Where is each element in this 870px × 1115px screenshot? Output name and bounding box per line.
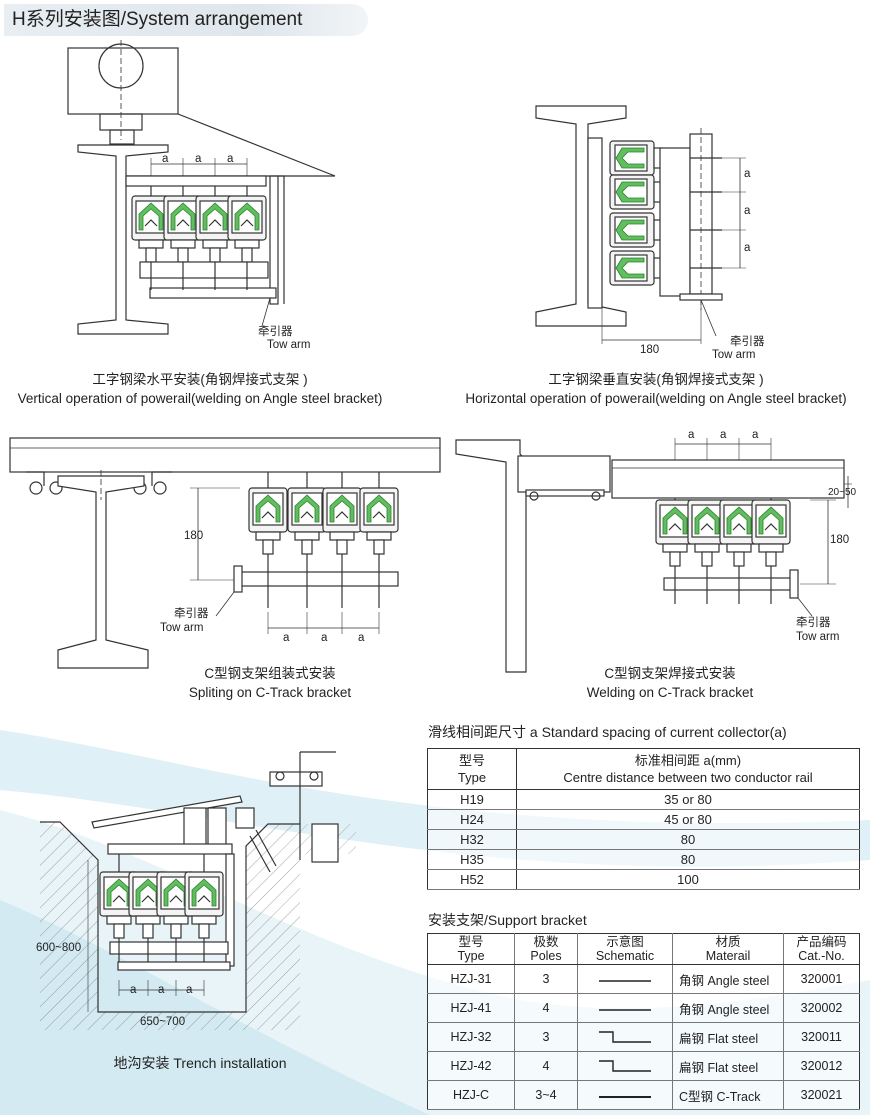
caption-vertical-en: Vertical operation of powerail(welding o… (17, 391, 383, 406)
caption-horizontal-en: Horizontal operation of powerail(welding… (465, 391, 847, 406)
dim-20-50-label: 20~50 (828, 487, 857, 498)
dim-depth-label: 600~800 (36, 942, 82, 954)
caption-vertical-cn: 工字钢梁水平安装(角钢焊接式支架 ) (92, 372, 308, 387)
dim-180-label: 180 (184, 530, 204, 542)
caption-split-en: Spliting on C-Track bracket (188, 685, 352, 700)
stepped-bracket-icon (599, 1031, 651, 1044)
caption-weld-en: Welding on C-Track bracket (586, 685, 754, 700)
tow-arm-en: Tow arm (712, 349, 756, 361)
dim-a-label: a (283, 632, 290, 644)
diagram-vertical-i-beam (67, 40, 336, 335)
col-distance-header: 标准相间距 a(mm)Centre distance between two c… (516, 748, 860, 790)
dim-a-label: a (130, 984, 137, 996)
tow-arm-en: Tow arm (796, 631, 840, 643)
tow-arm-cn: 牵引器 (730, 336, 765, 348)
dim-a-label: a (158, 984, 165, 996)
dim-a-label: a (186, 984, 193, 996)
tow-arm-cn: 牵引器 (174, 608, 209, 620)
straight-bracket-icon (599, 1009, 651, 1012)
caption-trench: 地沟安装 Trench installation (113, 1055, 287, 1071)
dim-a-label: a (744, 205, 751, 217)
diagram-c-track-split (9, 437, 441, 669)
dim-a-label: a (752, 429, 759, 441)
c-track-bracket-icon (599, 1096, 651, 1099)
diagram-trench (40, 751, 356, 1030)
spacing-table-heading: 滑线相间距尺寸 a Standard spacing of current co… (428, 724, 787, 740)
caption-horizontal-cn: 工字钢梁垂直安装(角钢焊接式支架 ) (548, 372, 764, 387)
dim-a-label: a (227, 153, 234, 165)
dim-a-label: a (195, 153, 202, 165)
dim-180-label: 180 (830, 534, 850, 546)
page-title: H系列安装图/System arrangement (4, 4, 368, 36)
dim-a-label: a (720, 429, 727, 441)
dim-a-label: a (744, 168, 751, 180)
tow-arm-cn: 牵引器 (796, 617, 831, 629)
diagram-horizontal-i-beam (535, 105, 746, 344)
diagram-c-track-weld (455, 438, 852, 673)
dim-180-label: 180 (640, 344, 660, 356)
dim-a-label: a (688, 429, 695, 441)
straight-bracket-icon (599, 980, 651, 983)
dim-a-label: a (321, 632, 328, 644)
caption-split-cn: C型钢支架组装式安装 (204, 666, 336, 681)
bracket-table-heading: 安装支架/Support bracket (428, 912, 587, 928)
caption-weld-cn: C型钢支架焊接式安装 (604, 666, 736, 681)
tow-arm-cn: 牵引器 (258, 326, 293, 338)
dim-a-label: a (358, 632, 365, 644)
dim-width-label: 650~700 (140, 1016, 186, 1028)
tow-arm-en: Tow arm (267, 339, 311, 351)
dim-a-label: a (744, 242, 751, 254)
dim-a-label: a (162, 153, 169, 165)
tow-arm-en: Tow arm (160, 622, 204, 634)
stepped-bracket-icon (599, 1060, 651, 1073)
